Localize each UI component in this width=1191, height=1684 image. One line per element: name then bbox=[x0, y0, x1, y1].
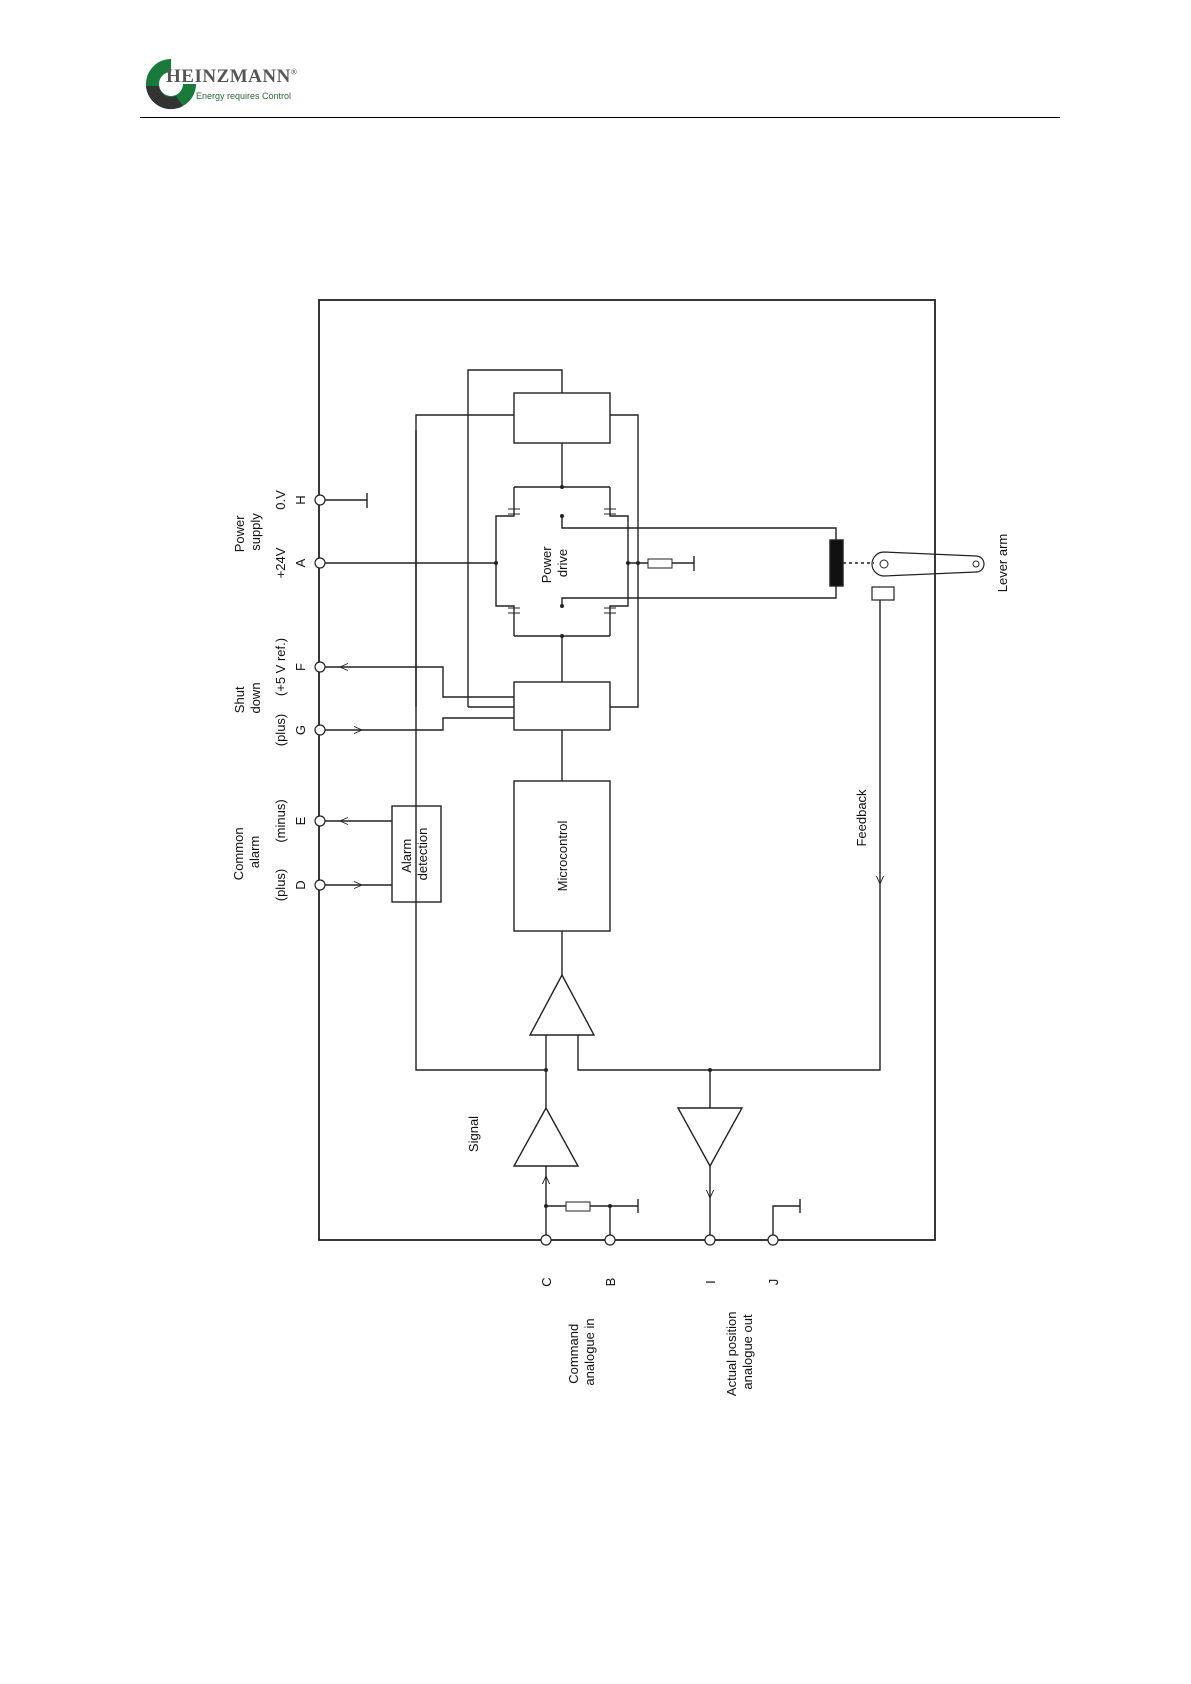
lever-arm-shape bbox=[872, 552, 984, 576]
terminal-a-label: A bbox=[293, 558, 308, 567]
terminal-i-label: I bbox=[703, 1280, 718, 1284]
alarm-detection-label: Alarm detection bbox=[399, 828, 430, 881]
terminal-d-label: D bbox=[293, 880, 308, 889]
plus-5v-ref-label: (+5 V ref.) bbox=[273, 638, 288, 696]
terminal-g-label: G bbox=[293, 725, 308, 735]
terminal-g-pin bbox=[315, 725, 325, 735]
terminal-h-label: H bbox=[293, 495, 308, 504]
terminal-c-pin bbox=[541, 1235, 551, 1245]
signal-label: Signal bbox=[466, 1116, 481, 1152]
microcontrol-label: Microcontrol bbox=[555, 820, 570, 891]
main-amplifier bbox=[530, 975, 594, 1035]
feedback-label: Feedback bbox=[854, 789, 869, 847]
output-amplifier bbox=[678, 1108, 742, 1166]
terminal-h-pin bbox=[315, 495, 325, 505]
terminal-j-label: J bbox=[766, 1279, 781, 1286]
shunt-resistor bbox=[648, 559, 672, 568]
feedback-sensor bbox=[872, 587, 894, 600]
terminal-e-label: E bbox=[293, 816, 308, 825]
command-analogue-label: Command analogue in bbox=[566, 1318, 597, 1385]
signal-amplifier bbox=[514, 1108, 578, 1166]
actual-position-label: Actual position analogue out bbox=[724, 1308, 755, 1396]
terminal-i-pin bbox=[705, 1235, 715, 1245]
plus-d-label: (plus) bbox=[273, 869, 288, 902]
terminal-f-label: F bbox=[293, 663, 308, 671]
minus-e-label: (minus) bbox=[273, 799, 288, 842]
driver-block bbox=[514, 682, 610, 730]
plus-g-label: (plus) bbox=[273, 714, 288, 747]
input-resistor bbox=[566, 1202, 590, 1211]
terminal-c-label: C bbox=[539, 1277, 554, 1286]
shut-down-label: Shut down bbox=[232, 682, 263, 713]
power-drive-label: Power drive bbox=[539, 543, 570, 583]
plus-24v-label: +24V bbox=[273, 547, 288, 578]
housing-outline bbox=[319, 300, 935, 1240]
actuator-coil bbox=[830, 540, 843, 586]
terminal-j-pin bbox=[768, 1235, 778, 1245]
terminal-b-label: B bbox=[603, 1278, 618, 1287]
terminal-f-pin bbox=[315, 662, 325, 672]
lever-arm-label: Lever arm bbox=[995, 534, 1010, 593]
common-alarm-label: Common alarm bbox=[231, 824, 262, 880]
top-block bbox=[514, 393, 610, 443]
power-supply-label: Power supply bbox=[232, 512, 263, 552]
zero-v-label: 0.V bbox=[273, 490, 288, 510]
terminal-b-pin bbox=[605, 1235, 615, 1245]
terminal-d-pin bbox=[315, 880, 325, 890]
terminal-a-pin bbox=[315, 558, 325, 568]
terminal-e-pin bbox=[315, 816, 325, 826]
